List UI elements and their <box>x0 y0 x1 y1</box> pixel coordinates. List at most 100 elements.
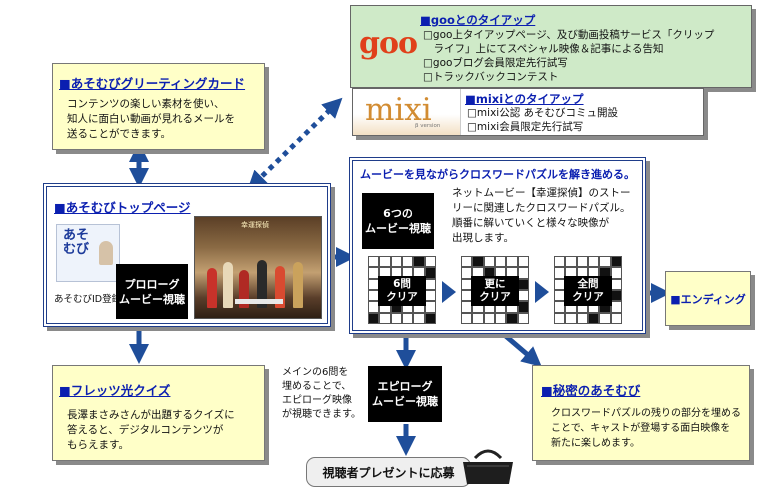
step-label-line: 更に <box>484 278 506 290</box>
secret-line: ことで、キャストが登場する面白映像を <box>551 423 731 434</box>
crossword-cell <box>461 301 473 313</box>
ending-box: ■エンディング <box>665 271 751 326</box>
crossword-grid-step1[interactable] <box>368 256 436 324</box>
crossword-grid-step3[interactable] <box>554 256 622 324</box>
mixi-title[interactable]: ■mixiとのタイアップ <box>465 92 584 106</box>
prologue-line: プロローグ <box>124 277 180 291</box>
crossword-cell <box>565 312 577 324</box>
crossword-cell <box>599 256 611 268</box>
six-movies-line: 6つの <box>383 207 413 220</box>
chevron-right-icon <box>442 281 456 303</box>
flets-title[interactable]: ■フレッツ光クイズ <box>59 383 171 398</box>
card-figure-icon <box>99 241 113 265</box>
crossword-cell <box>402 312 414 324</box>
crossword-cell <box>517 256 529 268</box>
crossword-cell <box>588 312 600 324</box>
crossword-desc-line: 順番に解いていくと様々な映像が <box>452 217 610 229</box>
flets-line: 答えると、デジタルコンテンツが <box>67 424 224 436</box>
crossword-cell <box>402 256 414 268</box>
prologue-movie-button[interactable]: プロローグ ムービー視聴 <box>116 264 188 319</box>
goo-tieup-box: goo ■gooとのタイアップ □goo上タイアップページ、及び動画投稿サービス… <box>350 5 752 88</box>
crossword-cell <box>424 267 436 279</box>
crossword-cell <box>413 312 425 324</box>
epilogue-movie-button[interactable]: エピローグ ムービー視聴 <box>368 366 442 422</box>
crossword-cell <box>424 290 436 302</box>
crossword-cell <box>517 278 529 290</box>
mixi-item: □mixi会員限定先行試写 <box>467 121 584 133</box>
step-label-line: クリア <box>572 291 604 303</box>
goo-item: □gooブログ会員限定先行試写 <box>423 57 568 69</box>
chevron-right-icon <box>535 281 549 303</box>
asomubi-id-card[interactable]: あそ むび <box>56 224 120 282</box>
six-movies-button[interactable]: 6つの ムービー視聴 <box>362 193 434 249</box>
ending-label[interactable]: ■エンディング <box>670 292 746 306</box>
top-page-title[interactable]: ■あそむびトップページ <box>54 200 191 215</box>
crossword-cell <box>517 312 529 324</box>
crossword-cell <box>610 301 622 313</box>
crossword-cell <box>554 267 566 279</box>
crossword-cell <box>368 267 380 279</box>
crossword-cell <box>413 256 425 268</box>
crossword-cell <box>495 312 507 324</box>
crossword-cell <box>576 312 588 324</box>
crossword-cell <box>576 256 588 268</box>
flets-line: もらえます。 <box>67 439 129 451</box>
crossword-cell <box>461 312 473 324</box>
crossword-cell <box>368 312 380 324</box>
secret-line: 新たに楽しめます。 <box>551 438 640 449</box>
bag-icon <box>463 449 513 484</box>
crossword-cell <box>424 312 436 324</box>
prologue-line: ムービー視聴 <box>119 292 185 306</box>
mixi-logo-sub: β version <box>415 123 441 129</box>
goo-items: □goo上タイアップページ、及び動画投稿サービス「クリップ ライフ」上にてスペシ… <box>423 28 714 84</box>
crossword-cell <box>599 312 611 324</box>
crossword-cell <box>483 312 495 324</box>
step-clear-all: 全問 クリア <box>564 276 612 306</box>
flets-quiz-box: ■フレッツ光クイズ 長澤まさみさんが出題するクイズに 答えると、デジタルコンテン… <box>52 365 265 461</box>
epilogue-line: エピローグ <box>377 380 433 393</box>
crossword-cell <box>461 256 473 268</box>
crossword-cell <box>390 312 402 324</box>
epilogue-line: ムービー視聴 <box>372 395 438 408</box>
flets-line: 長澤まさみさんが出題するクイズに <box>67 409 235 421</box>
epilogue-note: メインの6問を 埋めることで、 エピローグ映像 が視聴できます。 <box>282 366 361 422</box>
greeting-line: 送ることができます。 <box>67 128 171 140</box>
present-entry-button[interactable]: 視聴者プレゼントに応募 <box>306 457 471 487</box>
goo-item: □goo上タイアップページ、及び動画投稿サービス「クリップ <box>423 29 715 41</box>
secret-desc: クロスワードパズルの残りの部分を埋める ことで、キャストが登場する面白映像を 新… <box>551 406 741 451</box>
photo-caption: 幸運探偵 <box>241 221 269 229</box>
step-clear-6: 6問 クリア <box>378 276 426 306</box>
step-label-line: 6問 <box>393 278 411 290</box>
greeting-title[interactable]: ■あそむびグリーティングカード <box>59 76 246 91</box>
card-text: あそ <box>63 228 90 243</box>
crossword-desc-line: ネットムービー【幸運探偵】のストー <box>452 187 631 199</box>
secret-asomubi-box: ■秘密のあそむび クロスワードパズルの残りの部分を埋める ことで、キャストが登場… <box>532 365 750 461</box>
crossword-cell <box>506 312 518 324</box>
crossword-cell <box>554 256 566 268</box>
crossword-cell <box>554 312 566 324</box>
crossword-cell <box>379 312 391 324</box>
crossword-cell <box>610 290 622 302</box>
crossword-cell <box>554 301 566 313</box>
mixi-logo: mixi <box>365 92 432 128</box>
asomubi-card-logo: あそ むび <box>63 229 89 257</box>
crossword-title: ムービーを見ながらクロスワードパズルを解き進める。 <box>360 168 635 181</box>
crossword-cell <box>610 256 622 268</box>
crossword-cell <box>483 256 495 268</box>
crossword-cell <box>368 256 380 268</box>
crossword-cell <box>368 301 380 313</box>
step-clear-more: 更に クリア <box>471 276 519 306</box>
goo-title[interactable]: ■gooとのタイアップ <box>420 13 536 27</box>
greeting-desc: コンテンツの楽しい素材を使い、 知人に面白い動画が見れるメールを 送ることができ… <box>67 97 235 142</box>
goo-item: ライフ」上にてスペシャル映像＆記事による告知 <box>423 43 664 55</box>
greeting-line: 知人に面白い動画が見れるメールを <box>67 113 235 125</box>
mixi-items: □mixi公認 あそむびコミュ開設 □mixi会員限定先行試写 <box>467 106 618 134</box>
crossword-cell <box>472 256 484 268</box>
crossword-cell <box>461 267 473 279</box>
drama-photo: 幸運探偵 <box>194 216 322 319</box>
secret-line: クロスワードパズルの残りの部分を埋める <box>551 408 741 419</box>
mixi-tieup-box: mixi β version ■mixiとのタイアップ □mixi公認 あそむび… <box>352 88 704 136</box>
id-register-label[interactable]: あそむびID登録 <box>54 294 122 305</box>
secret-title[interactable]: ■秘密のあそむび <box>541 383 641 398</box>
